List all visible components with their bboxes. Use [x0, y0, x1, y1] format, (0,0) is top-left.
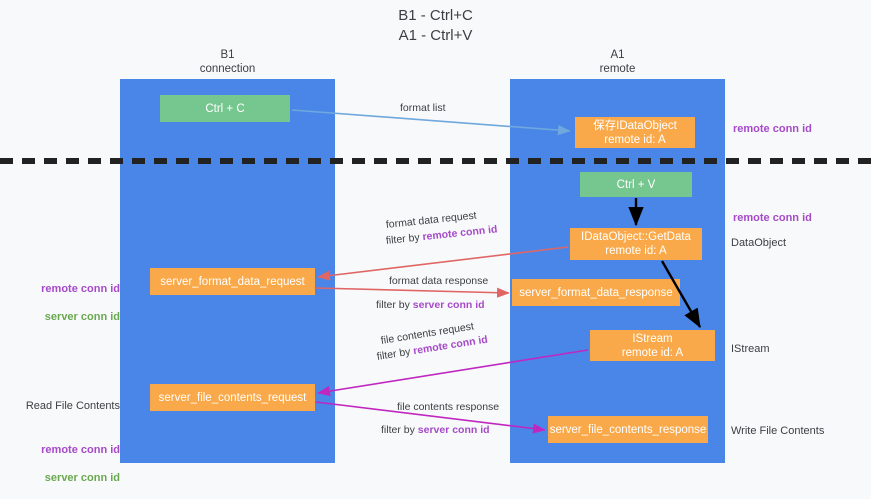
node-server-file-contents-response[interactable]: server_file_contents_response [548, 416, 708, 443]
node-istream[interactable]: IStream remote id: A [590, 330, 715, 361]
connector-format-data-request [317, 246, 569, 281]
connector-format-data-response [315, 287, 510, 298]
node-ctrl-c[interactable]: Ctrl + C [160, 95, 290, 122]
phase-divider-dashed-line [0, 158, 871, 164]
edge-label-file-contents-response: file contents response [397, 401, 500, 413]
node-idataobject[interactable]: 保存IDataObject remote id: A [575, 117, 695, 148]
filter-key-server-conn-id: server conn id [412, 299, 485, 311]
page-title: B1 - Ctrl+C A1 - Ctrl+V [398, 7, 473, 44]
right-label-dataobject: DataObject [731, 237, 787, 249]
filter-key-server-conn-id: server conn id [417, 424, 490, 436]
edge-label-format-data-response-filter: filter by server conn id [376, 298, 485, 313]
filter-prefix: filter by [381, 424, 418, 436]
filter-prefix: filter by [385, 231, 424, 247]
right-label-remote-conn-id-top: remote conn id [733, 123, 812, 135]
node-server-format-data-request[interactable]: server_format_data_request [150, 268, 315, 295]
node-server-format-data-response[interactable]: server_format_data_response [512, 279, 680, 306]
left-label-server-conn-id-2: server conn id [44, 472, 120, 484]
left-label-read-file-contents: Read File Contents [25, 400, 120, 412]
lane-header-b1: B1 connection [199, 49, 256, 75]
left-label-remote-conn-id: remote conn id [41, 283, 120, 295]
edge-label-file-contents-response-filter: filter by server conn id [381, 423, 490, 438]
right-label-remote-conn-id-mid: remote conn id [733, 212, 812, 224]
node-ctrl-v[interactable]: Ctrl + V [580, 172, 692, 197]
right-label-write-file-contents: Write File Contents [731, 425, 825, 437]
filter-prefix: filter by [376, 299, 413, 311]
left-label-server-conn-id: server conn id [44, 311, 120, 323]
connector-file-contents-response [315, 401, 546, 434]
left-label-remote-conn-id-2: remote conn id [41, 444, 120, 456]
connector-file-contents-request [317, 349, 589, 397]
diagram-canvas: B1 - Ctrl+C A1 - Ctrl+V B1 connection A1… [0, 7, 871, 484]
edge-label-format-data-response: format data response [389, 275, 489, 287]
connector-layer [291, 109, 702, 434]
node-server-file-contents-request[interactable]: server_file_contents_request [150, 384, 315, 411]
connector-format-list [291, 109, 571, 136]
node-idataobject-getdata[interactable]: IDataObject::GetData remote id: A [570, 228, 702, 260]
lane-header-a1: A1 remote [599, 49, 636, 75]
left-label-conn-ids-top: remote conn id server conn id [20, 268, 120, 338]
connector-getdata-to-istream [660, 260, 702, 329]
edge-label-format-list: format list [400, 102, 446, 114]
right-label-istream: IStream [731, 343, 770, 355]
